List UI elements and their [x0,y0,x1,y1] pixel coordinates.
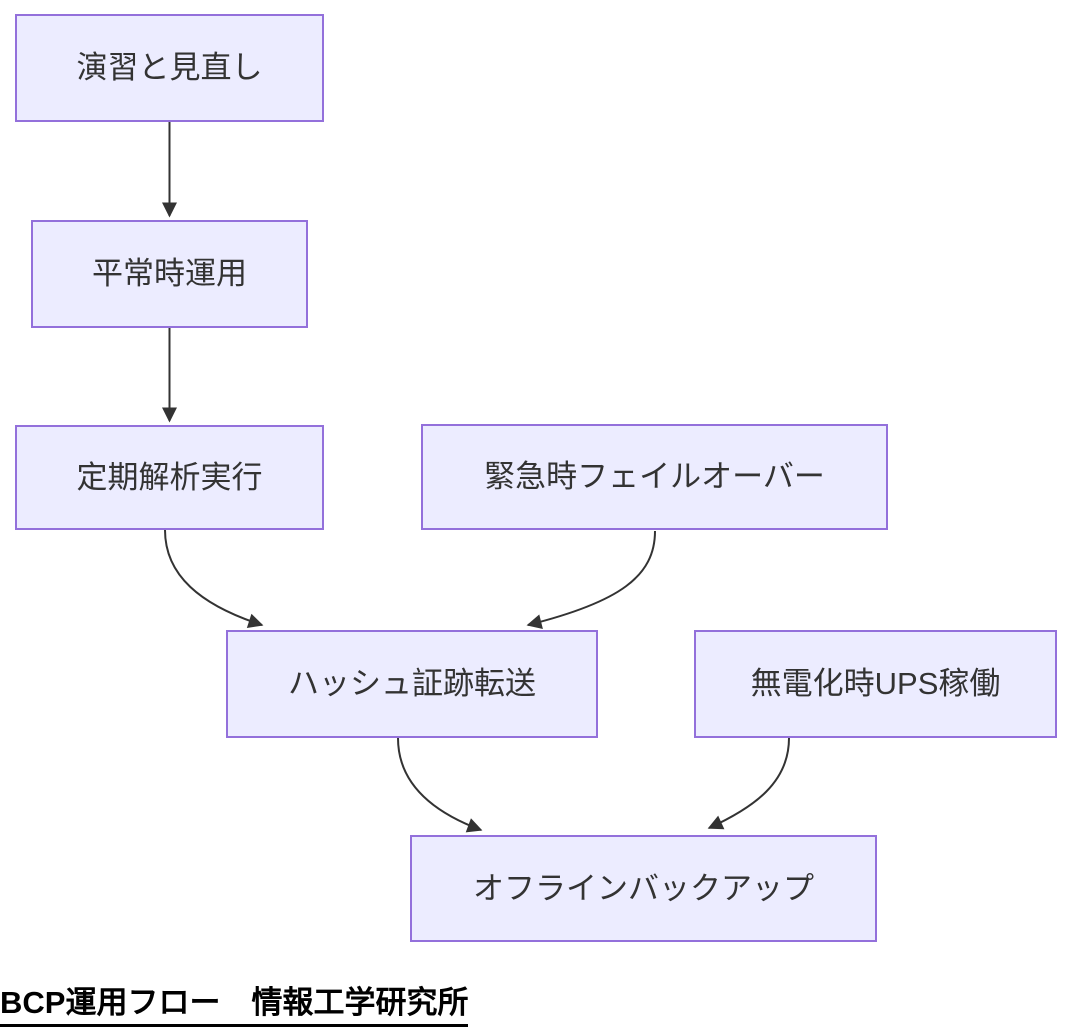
edge-periodic-analysis-to-hash-transfer [164,529,264,628]
node-label: 定期解析実行 [76,459,263,495]
node-offline-backup: オフラインバックアップ [410,835,877,942]
node-label: 演習と見直し [76,50,263,86]
node-label: 平常時運用 [92,256,247,292]
node-label: 無電化時UPS稼働 [750,666,1001,702]
diagram-caption-text: BCP運用フロー 情報工学研究所 [0,977,469,1027]
edge-failover-to-hash-transfer [526,530,656,629]
node-label: オフラインバックアップ [473,870,814,906]
node-label: 緊急時フェイルオーバー [484,459,825,495]
node-normal-operation: 平常時運用 [31,220,308,328]
node-label: ハッシュ証跡転送 [288,666,536,702]
node-periodic-analysis: 定期解析実行 [15,425,324,530]
edge-hash-transfer-to-offline-backup [397,737,483,833]
node-ups-operation: 無電化時UPS稼働 [694,630,1057,738]
diagram-caption: BCP運用フロー 情報工学研究所 [0,977,469,1027]
node-hash-evidence-transfer: ハッシュ証跡転送 [226,630,598,738]
node-emergency-failover: 緊急時フェイルオーバー [421,424,888,530]
edge-ups-to-offline-backup [707,737,790,830]
node-exercise-and-review: 演習と見直し [15,14,324,122]
